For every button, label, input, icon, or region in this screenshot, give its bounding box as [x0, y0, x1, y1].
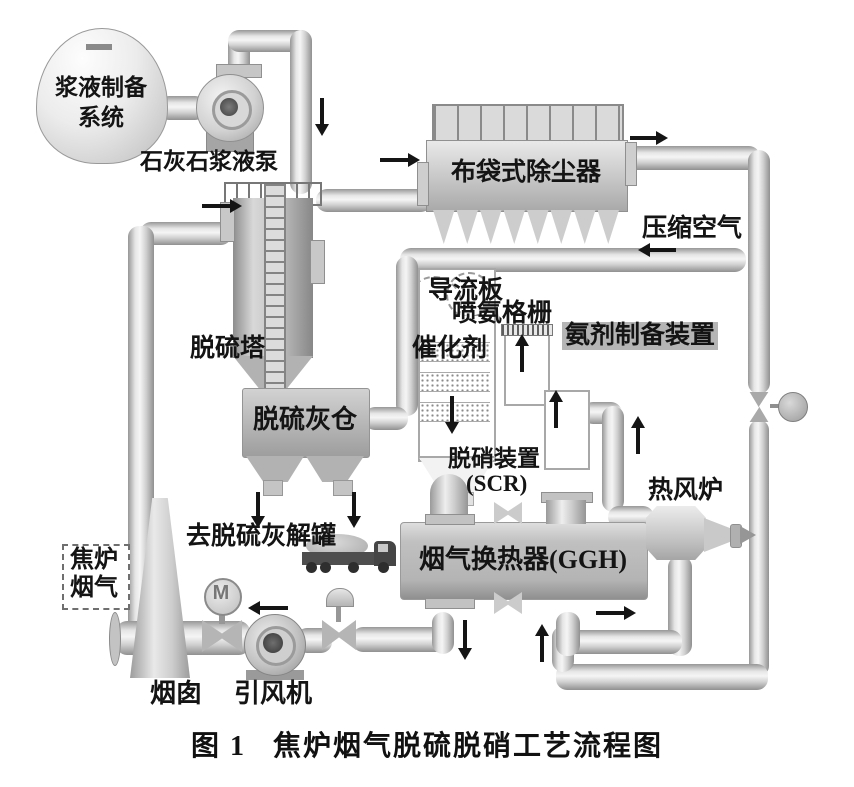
truck-wheel-3 — [348, 562, 359, 573]
right-pipe-valve — [749, 392, 769, 422]
flow-arrow-to-fan — [260, 606, 288, 610]
bagfilter-outlet-pipe — [624, 146, 760, 170]
truck-wheel-1 — [306, 562, 317, 573]
furnace-body — [646, 506, 706, 560]
figure-caption: 图 1 焦炉烟气脱硫脱硝工艺流程图 — [190, 731, 663, 762]
bagfilter-label: 布袋式除尘器 — [450, 159, 601, 186]
ggh-right-bottom-pipe — [560, 630, 682, 654]
slurry-tank-label-line1: 浆液制备 — [55, 75, 147, 100]
scr-label-line2: (SCR) — [466, 471, 528, 496]
ammonia-grid-label: 喷氨格栅 — [452, 300, 553, 327]
scr-guide-vane-arcs — [420, 270, 490, 316]
furnace-label: 热风炉 — [648, 477, 724, 504]
flow-arrow-down-slurry — [320, 98, 324, 124]
motor-valve-letter: M — [212, 582, 230, 604]
guide-plate-label: 导流板 — [428, 277, 504, 304]
ash-silo-hopper-left — [246, 456, 304, 482]
compressed-air-to-silo-pipe — [364, 407, 408, 430]
fan-label: 引风机 — [234, 679, 313, 708]
truck-wheel-4 — [378, 562, 389, 573]
ash-silo-leg-right — [333, 480, 353, 496]
flow-arrow-into-ggh-right — [540, 636, 544, 662]
compressed-air-downcomer — [396, 256, 418, 416]
flow-arrow-ggh-left-out — [463, 620, 467, 648]
tower-to-bagfilter-pipe — [316, 189, 432, 212]
truck-wheel-2 — [320, 562, 331, 573]
flow-arrow-tower-to-bagfilter — [380, 158, 408, 162]
ggh-right-bottom-port-pipe — [556, 612, 580, 656]
flow-arrow-scr-down — [450, 396, 454, 422]
bagfilter-right-flange — [625, 142, 637, 186]
tower-ladder — [264, 184, 286, 388]
ash-silo-leg-left — [263, 480, 283, 496]
ash-silo-hopper-right — [306, 456, 364, 482]
coke-gas-label-box — [62, 544, 130, 610]
ggh-top-bowtie-fitting — [494, 502, 522, 524]
flow-arrow-silo-right — [352, 492, 356, 516]
flow-arrow-bagfilter-outlet — [630, 136, 656, 140]
chimney-label: 烟囱 — [150, 679, 203, 708]
tank-hatch — [86, 44, 112, 50]
ash-silo-body — [242, 388, 370, 458]
scr-catalyst-layer-2 — [420, 372, 490, 392]
bottom-return-pipe — [556, 664, 768, 690]
flow-arrow-silo-left — [256, 492, 260, 516]
flow-arrow-compressed-air — [650, 248, 676, 252]
slurry-tank-label-line2: 系统 — [78, 105, 124, 130]
ash-silo-label: 脱硫灰仓 — [252, 405, 357, 434]
limestone-pump-label: 石灰石浆液泵 — [140, 149, 278, 174]
ggh-body — [400, 522, 648, 600]
ammonia-prep-label: 氨剂制备装置 — [562, 322, 719, 351]
ggh-label: 烟气换热器(GGH) — [419, 545, 627, 574]
scr-inlet-duct-lower — [544, 390, 590, 470]
motor-valve-actuator — [204, 578, 242, 616]
fan-hub — [263, 633, 283, 653]
furnace-nozzle-cone — [704, 518, 732, 552]
dome-valve-body — [322, 620, 356, 650]
flow-arrow-duct-up-1 — [520, 346, 524, 372]
flow-arrow-furnace-riser — [636, 428, 640, 454]
coke-gas-label-line1: 焦炉 — [70, 547, 118, 573]
right-downcomer-pipe — [748, 150, 770, 394]
right-downcomer-pipe-lower — [749, 420, 769, 676]
ggh-left-top-collar — [425, 514, 475, 525]
ggh-right-top-leg — [546, 500, 586, 524]
truck-bed — [302, 552, 378, 565]
pump-hub — [220, 98, 238, 116]
bagfilter-left-flange — [417, 162, 429, 206]
scr-label-line1: 脱硝装置 — [448, 446, 540, 471]
bagfilter-hoppers — [432, 210, 620, 244]
ggh-left-bottom-port-pipe — [432, 612, 454, 654]
flow-arrow-ggh-bottom-right — [596, 611, 624, 615]
ggh-left-bottom-collar — [425, 598, 475, 609]
pump-inner-ring — [212, 90, 252, 130]
dome-valve-bonnet — [326, 588, 354, 607]
tower-side-flange — [310, 240, 325, 284]
ggh-to-fan-pipe — [352, 627, 446, 652]
catalyst-label: 催化剂 — [412, 335, 488, 362]
right-valve-stem — [770, 404, 780, 408]
tower-inlet-pipe — [140, 222, 232, 245]
dome-valve-stem — [336, 604, 341, 622]
truck-cab-window — [378, 544, 388, 552]
flow-arrow-duct-up-2 — [554, 402, 558, 428]
flow-arrow-into-tower — [202, 204, 230, 208]
coke-gas-label-line2: 烟气 — [70, 575, 118, 601]
scr-catalyst-layer-3 — [420, 402, 490, 422]
scr-catalyst-layer-1 — [420, 342, 490, 362]
slurry-downcomer-pipe — [290, 30, 312, 194]
bagfilter-top-compartments — [432, 104, 624, 144]
ggh-bottom-bowtie-fitting — [494, 592, 522, 614]
tower-label: 脱硫塔 — [190, 335, 266, 362]
duct-end-flange — [109, 612, 121, 666]
compressed-air-label: 压缩空气 — [642, 215, 743, 242]
furnace-link-downcomer — [602, 406, 624, 512]
right-valve-handwheel — [778, 392, 808, 422]
